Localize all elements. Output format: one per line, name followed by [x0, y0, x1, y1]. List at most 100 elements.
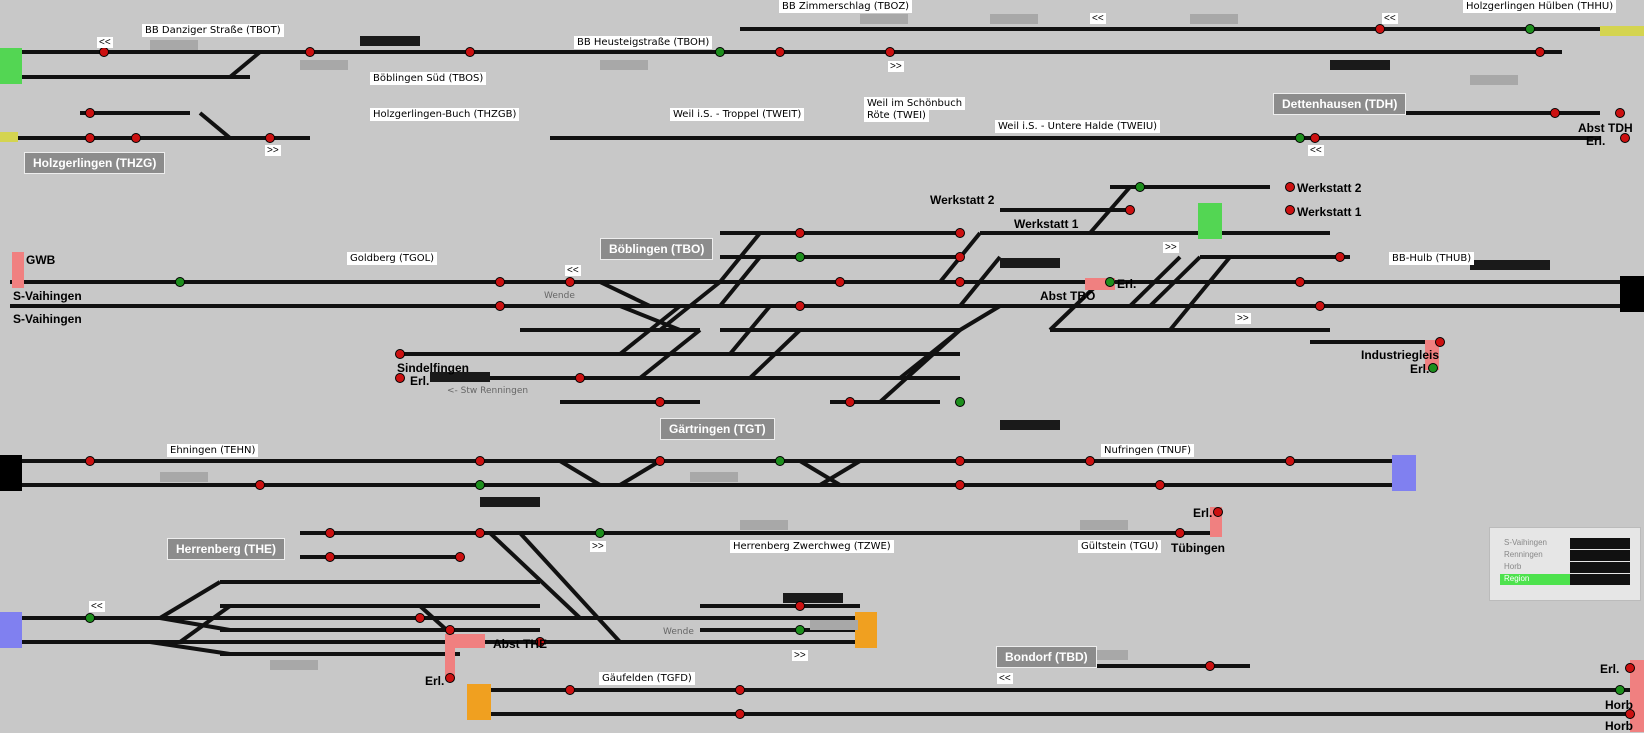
signal-red[interactable] — [845, 397, 855, 407]
signal-green[interactable] — [1105, 277, 1115, 287]
signal-red[interactable] — [85, 133, 95, 143]
signal-red[interactable] — [795, 228, 805, 238]
signal-red[interactable] — [465, 47, 475, 57]
area-title-the[interactable]: Herrenberg (THE) — [167, 538, 286, 560]
nav-fwd-tzwe[interactable]: >> — [590, 541, 606, 552]
signal-green[interactable] — [595, 528, 605, 538]
signal-red[interactable] — [1625, 709, 1635, 719]
signal-red[interactable] — [1285, 205, 1295, 215]
signal-red[interactable] — [99, 47, 109, 57]
signal-red[interactable] — [415, 613, 425, 623]
signal-red[interactable] — [445, 673, 455, 683]
nav-fwd-tboz[interactable]: >> — [888, 61, 904, 72]
signal-red[interactable] — [265, 133, 275, 143]
signal-red[interactable] — [565, 277, 575, 287]
signal-red[interactable] — [475, 528, 485, 538]
signal-red[interactable] — [395, 349, 405, 359]
signal-green[interactable] — [1135, 182, 1145, 192]
signal-red[interactable] — [955, 456, 965, 466]
legend-item-renningen[interactable]: Renningen — [1500, 550, 1630, 561]
signal-red[interactable] — [1295, 277, 1305, 287]
signal-green[interactable] — [475, 480, 485, 490]
signal-red[interactable] — [305, 47, 315, 57]
signal-red[interactable] — [795, 601, 805, 611]
signal-red[interactable] — [1310, 133, 1320, 143]
nav-fwd-the[interactable]: >> — [792, 650, 808, 661]
area-title-tgt[interactable]: Gärtringen (TGT) — [660, 418, 775, 440]
area-title-thzg[interactable]: Holzgerlingen (THZG) — [24, 152, 166, 174]
signal-red[interactable] — [255, 480, 265, 490]
signal-red[interactable] — [775, 47, 785, 57]
signal-red[interactable] — [495, 277, 505, 287]
area-title-tbo[interactable]: Böblingen (TBO) — [600, 238, 714, 260]
signal-red[interactable] — [885, 47, 895, 57]
signal-red[interactable] — [131, 133, 141, 143]
signal-green[interactable] — [1428, 363, 1438, 373]
signal-red[interactable] — [1205, 661, 1215, 671]
signal-red[interactable] — [655, 397, 665, 407]
signal-red[interactable] — [1615, 108, 1625, 118]
legend-item-horb[interactable]: Horb — [1500, 562, 1630, 573]
signal-red[interactable] — [955, 277, 965, 287]
area-title-tdh[interactable]: Dettenhausen (TDH) — [1273, 93, 1407, 115]
signal-red[interactable] — [455, 552, 465, 562]
signal-red[interactable] — [445, 625, 455, 635]
nav-fwd-tbo[interactable]: >> — [1235, 313, 1251, 324]
signal-green[interactable] — [795, 252, 805, 262]
signal-red[interactable] — [1375, 24, 1385, 34]
signal-red[interactable] — [395, 373, 405, 383]
signal-red[interactable] — [565, 685, 575, 695]
signal-red[interactable] — [1085, 456, 1095, 466]
signal-red[interactable] — [475, 456, 485, 466]
signal-red[interactable] — [575, 373, 585, 383]
signal-red[interactable] — [1435, 337, 1445, 347]
signal-green[interactable] — [85, 613, 95, 623]
signal-red[interactable] — [835, 277, 845, 287]
signal-green[interactable] — [1615, 685, 1625, 695]
nav-back-tbd[interactable]: << — [997, 673, 1013, 684]
signal-red[interactable] — [1335, 252, 1345, 262]
signal-red[interactable] — [1535, 47, 1545, 57]
signal-red[interactable] — [85, 456, 95, 466]
legend-item-s-vaihingen[interactable]: S-Vaihingen — [1500, 538, 1630, 549]
nav-back-tweiu[interactable]: << — [1308, 145, 1324, 156]
signal-green[interactable] — [775, 456, 785, 466]
signal-green[interactable] — [1525, 24, 1535, 34]
nav-fwd-thzg[interactable]: >> — [265, 145, 281, 156]
nav-back-tgol[interactable]: << — [565, 265, 581, 276]
signal-red[interactable] — [1550, 108, 1560, 118]
legend-item-region[interactable]: Region — [1500, 574, 1630, 585]
signal-red[interactable] — [1175, 528, 1185, 538]
signal-red[interactable] — [655, 456, 665, 466]
signal-red[interactable] — [85, 108, 95, 118]
signal-red[interactable] — [325, 528, 335, 538]
signal-red[interactable] — [1285, 182, 1295, 192]
signal-red[interactable] — [1213, 507, 1223, 517]
signal-red[interactable] — [795, 301, 805, 311]
signal-green[interactable] — [715, 47, 725, 57]
signal-green[interactable] — [1295, 133, 1305, 143]
signal-red[interactable] — [495, 301, 505, 311]
signal-red[interactable] — [325, 552, 335, 562]
signal-red[interactable] — [1315, 301, 1325, 311]
nav-back-the[interactable]: << — [89, 601, 105, 612]
signal-red[interactable] — [1285, 456, 1295, 466]
signal-green[interactable] — [795, 625, 805, 635]
signal-red[interactable] — [735, 709, 745, 719]
signal-red[interactable] — [955, 252, 965, 262]
nav-back-tbot[interactable]: << — [97, 37, 113, 48]
signal-red[interactable] — [1155, 480, 1165, 490]
signal-red[interactable] — [955, 228, 965, 238]
signal-red[interactable] — [955, 480, 965, 490]
signal-red[interactable] — [735, 685, 745, 695]
signal-red[interactable] — [535, 637, 545, 647]
signal-green[interactable] — [175, 277, 185, 287]
signal-red[interactable] — [1620, 133, 1630, 143]
nav-back-thhu[interactable]: << — [1382, 13, 1398, 24]
nav-fwd-werkstatt[interactable]: >> — [1163, 242, 1179, 253]
area-title-tbd[interactable]: Bondorf (TBD) — [996, 646, 1097, 668]
signal-green[interactable] — [955, 397, 965, 407]
signal-red[interactable] — [1625, 663, 1635, 673]
nav-back-tboz[interactable]: << — [1090, 13, 1106, 24]
signal-red[interactable] — [1125, 205, 1135, 215]
